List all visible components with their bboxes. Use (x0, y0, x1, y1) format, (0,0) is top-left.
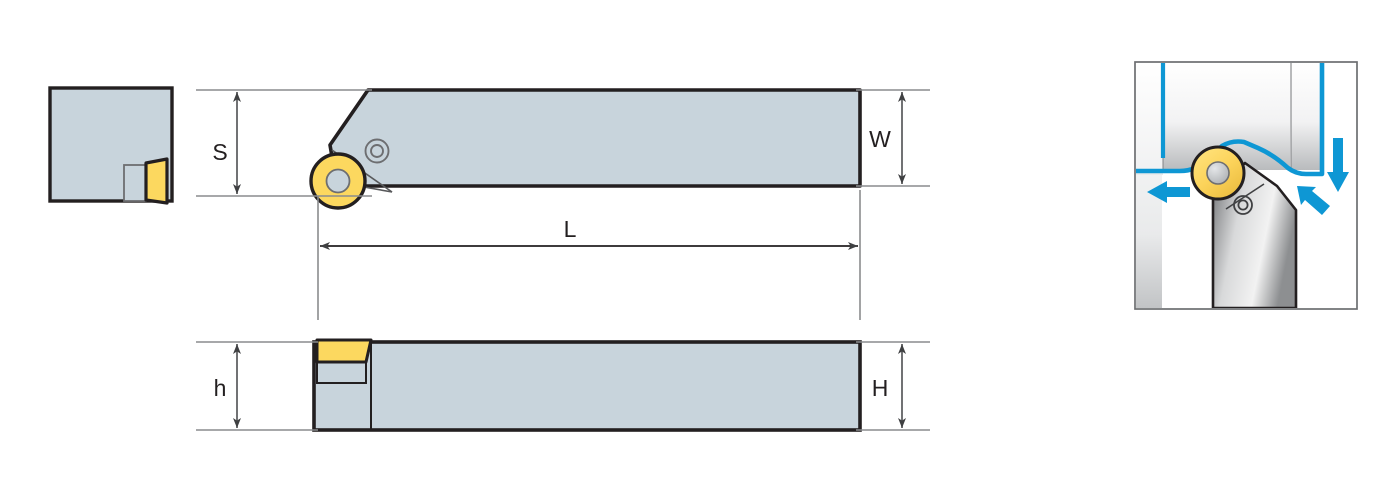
top-view-clamp-screw-outer-icon (364, 138, 390, 164)
dimension-h-label: h (214, 375, 227, 401)
end-view-group (48, 86, 174, 205)
detail-tool-shank (1211, 161, 1298, 308)
side-view-shim (316, 360, 367, 384)
detail-workpiece-right-step (1291, 63, 1322, 170)
dimension-L: L (317, 190, 861, 320)
end-view-insert (144, 157, 169, 205)
side-view-group (312, 338, 862, 432)
dimension-W-label: W (869, 126, 891, 152)
dimension-L-label: L (564, 216, 577, 242)
top-view-clamp-screw-inner-icon (370, 144, 384, 158)
side-view-insert (315, 338, 373, 364)
end-view-shank-body (48, 86, 174, 203)
top-view-holder-body (328, 88, 862, 188)
detail-view-group (1134, 61, 1358, 310)
detail-feed-down-arrow (1327, 138, 1349, 192)
detail-feed-left-arrow (1147, 181, 1190, 203)
end-view-shim (123, 164, 147, 202)
dimension-H-label: H (872, 375, 889, 401)
dimension-S: S (196, 89, 372, 197)
side-view-holder-body (312, 340, 862, 432)
dimension-S-label: S (212, 139, 227, 165)
detail-workpiece-boss (1163, 63, 1290, 170)
detail-workpiece-left (1136, 63, 1162, 308)
detail-feed-diagonal-arrow (1297, 186, 1330, 215)
detail-clamp-screw-inner-icon (1237, 199, 1249, 211)
dimension-H: H (856, 341, 930, 431)
top-view-group (309, 88, 862, 210)
detail-clamp-screw-outer-icon (1233, 195, 1253, 215)
dimension-W: W (856, 89, 930, 187)
top-view-insert-hole (325, 168, 351, 194)
detail-insert-hole (1206, 161, 1230, 185)
dimension-h: h (196, 341, 318, 431)
